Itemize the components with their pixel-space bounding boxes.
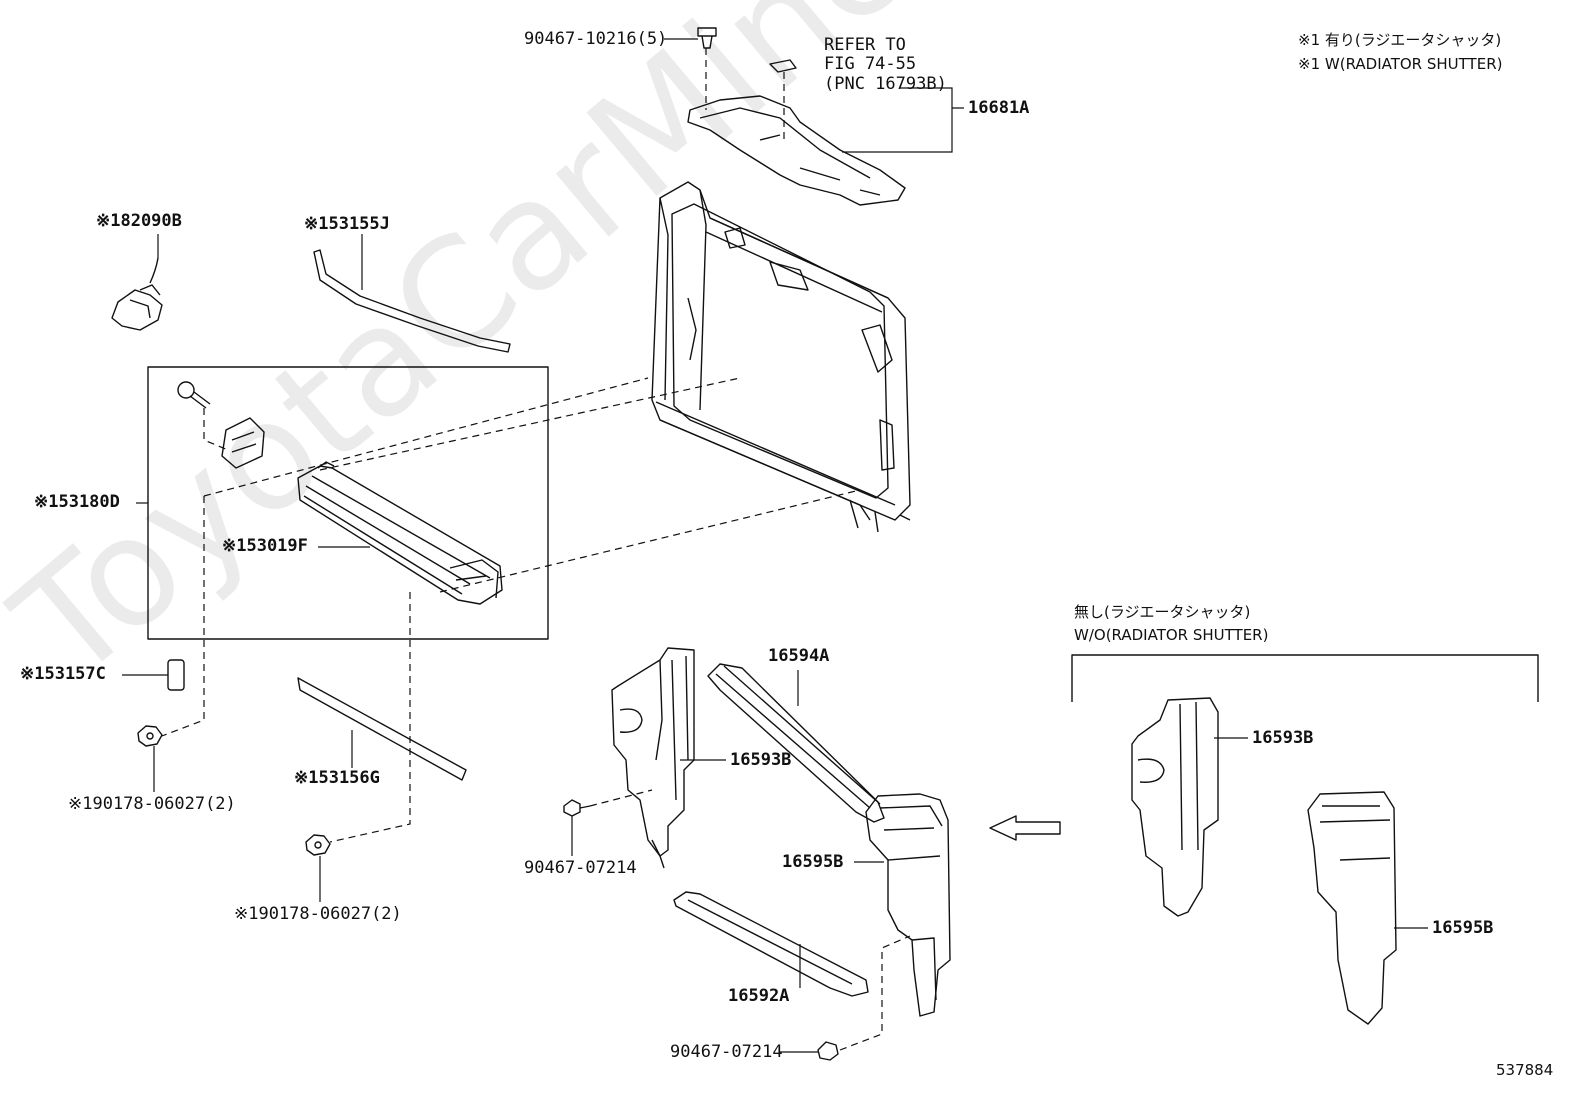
radiator-shutter-drawing — [297, 461, 503, 605]
nut-lower-drawing — [305, 834, 331, 856]
part-label-16595B-right: 16595B — [1432, 918, 1494, 938]
nut-upper-drawing — [137, 725, 163, 747]
part-label-16593B-left: 16593B — [730, 750, 792, 770]
part-label-53180D: ※153180D — [34, 492, 120, 512]
legend-en: ※1 W(RADIATOR SHUTTER) — [1298, 55, 1503, 73]
air-guide-lower-drawing — [673, 891, 869, 997]
part-label-16594A: 16594A — [768, 646, 830, 666]
part-label-53019F: ※153019F — [222, 536, 308, 556]
part-label-16593B-right: 16593B — [1252, 728, 1314, 748]
connector-drawing — [111, 257, 163, 331]
clip-top-drawing — [697, 27, 717, 49]
side-seal-right-b-drawing — [1307, 791, 1397, 1025]
leader-lines — [122, 38, 1428, 1053]
bolt-bottom-drawing — [817, 1041, 839, 1061]
seal-strip-upper-drawing — [313, 249, 511, 353]
part-label-16595B-center: 16595B — [782, 852, 844, 872]
shutter-bolt-drawing — [177, 381, 265, 469]
air-guide-upper-drawing — [687, 59, 906, 206]
wo-bracket — [1071, 654, 1539, 702]
part-label-90467-10216: 90467-10216(5) — [524, 29, 668, 49]
part-label-16681A: 16681A — [968, 98, 1030, 118]
part-label-53155J: ※153155J — [304, 214, 390, 234]
part-label-90178-lower: ※190178-06027(2) — [234, 904, 402, 924]
pad-drawing — [167, 659, 185, 691]
wo-label-en: W/O(RADIATOR SHUTTER) — [1074, 626, 1269, 644]
refer-line-1: REFER TO — [824, 35, 906, 55]
assembly-lines — [161, 48, 911, 1051]
part-label-16592A: 16592A — [728, 986, 790, 1006]
side-seal-right-a-drawing — [1131, 697, 1219, 917]
bolt-left-drawing — [563, 799, 591, 817]
part-label-82090B: ※182090B — [96, 211, 182, 231]
part-label-53157C: ※153157C — [20, 664, 106, 684]
side-seal-left-a-drawing — [611, 647, 695, 869]
part-label-53156G: ※153156G — [294, 768, 380, 788]
air-guide-upper-lower-drawing — [707, 663, 885, 823]
part-label-90467-07214-left: 90467-07214 — [524, 858, 637, 878]
seal-strip-lower-drawing — [297, 677, 467, 781]
diagram-id: 537884 — [1496, 1061, 1554, 1079]
direction-arrow — [989, 815, 1061, 841]
refer-line-2: FIG 74-55 — [824, 54, 917, 74]
part-label-90467-07214-bottom: 90467-07214 — [670, 1042, 783, 1062]
radiator-support-drawing — [651, 181, 911, 533]
legend-jp: ※1 有り(ラジエータシャッタ) — [1298, 31, 1502, 49]
part-label-90178-upper: ※190178-06027(2) — [68, 794, 236, 814]
side-seal-center-drawing — [865, 793, 951, 1017]
wo-label-jp: 無し(ラジエータシャッタ) — [1074, 603, 1251, 621]
refer-line-3: (PNC 16793B) — [824, 74, 947, 94]
